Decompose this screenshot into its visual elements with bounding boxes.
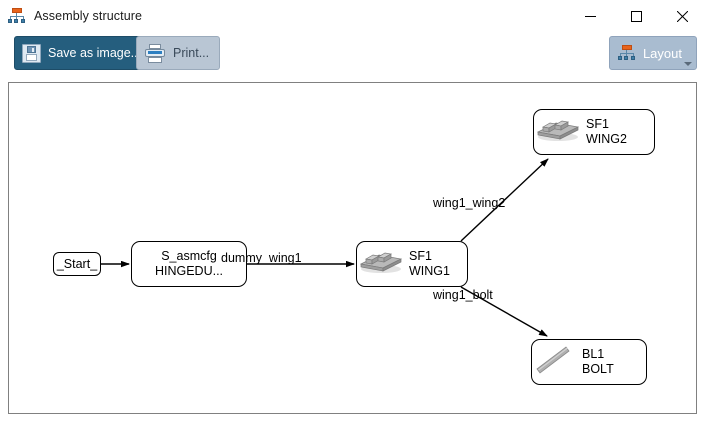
- diagram-canvas[interactable]: _Start_ S_asmcfg HINGEDU... SF1 WING1: [8, 82, 697, 414]
- node-start-label: _Start_: [56, 256, 98, 271]
- edge-wing1-wing2: [460, 158, 549, 242]
- wing-part-icon: [536, 120, 580, 141]
- printer-icon: [144, 43, 166, 63]
- node-asmcfg[interactable]: S_asmcfg HINGEDU...: [131, 241, 247, 287]
- hierarchy-icon: [8, 8, 26, 24]
- hierarchy-icon: [617, 45, 636, 61]
- node-start[interactable]: _Start_: [53, 252, 101, 276]
- maximize-icon: [630, 10, 642, 22]
- toolbar: Save as image... Print... Layout: [0, 32, 705, 80]
- node-bolt-label: BL1 BOLT: [582, 347, 614, 376]
- edge-label-wing1-wing2: wing1_wing2: [433, 196, 506, 210]
- chevron-down-icon[interactable]: [684, 62, 692, 66]
- layout-label: Layout: [642, 45, 682, 61]
- minimize-icon: [584, 15, 596, 17]
- node-asmcfg-label: S_asmcfg HINGEDU...: [154, 249, 224, 278]
- save-as-image-label: Save as image...: [48, 46, 142, 60]
- node-wing2-label: SF1 WING2: [586, 117, 627, 146]
- edge-label-dummy-wing1: dummy_wing1: [221, 251, 302, 265]
- node-wing2[interactable]: SF1 WING2: [533, 109, 655, 155]
- window-title: Assembly structure: [34, 9, 143, 23]
- print-button[interactable]: Print...: [136, 36, 221, 70]
- layout-button[interactable]: Layout: [608, 36, 697, 70]
- save-as-image-button[interactable]: Save as image...: [14, 36, 153, 70]
- diagram-edges: [101, 158, 549, 337]
- node-bolt[interactable]: BL1 BOLT: [531, 339, 647, 385]
- node-wing1-label: SF1 WING1: [409, 249, 450, 278]
- floppy-disk-icon: [22, 43, 41, 63]
- edge-wing1-bolt: [460, 286, 548, 337]
- maximize-button[interactable]: [613, 0, 659, 32]
- title-bar: Assembly structure: [0, 0, 705, 32]
- bolt-part-icon: [536, 346, 570, 374]
- minimize-button[interactable]: [567, 0, 613, 32]
- close-button[interactable]: [659, 0, 705, 32]
- print-label: Print...: [173, 46, 210, 60]
- edge-label-wing1-bolt: wing1_bolt: [433, 288, 493, 302]
- window-controls: [567, 0, 705, 32]
- close-icon: [676, 10, 688, 22]
- node-wing1[interactable]: SF1 WING1: [356, 241, 468, 287]
- wing-part-icon: [359, 252, 403, 273]
